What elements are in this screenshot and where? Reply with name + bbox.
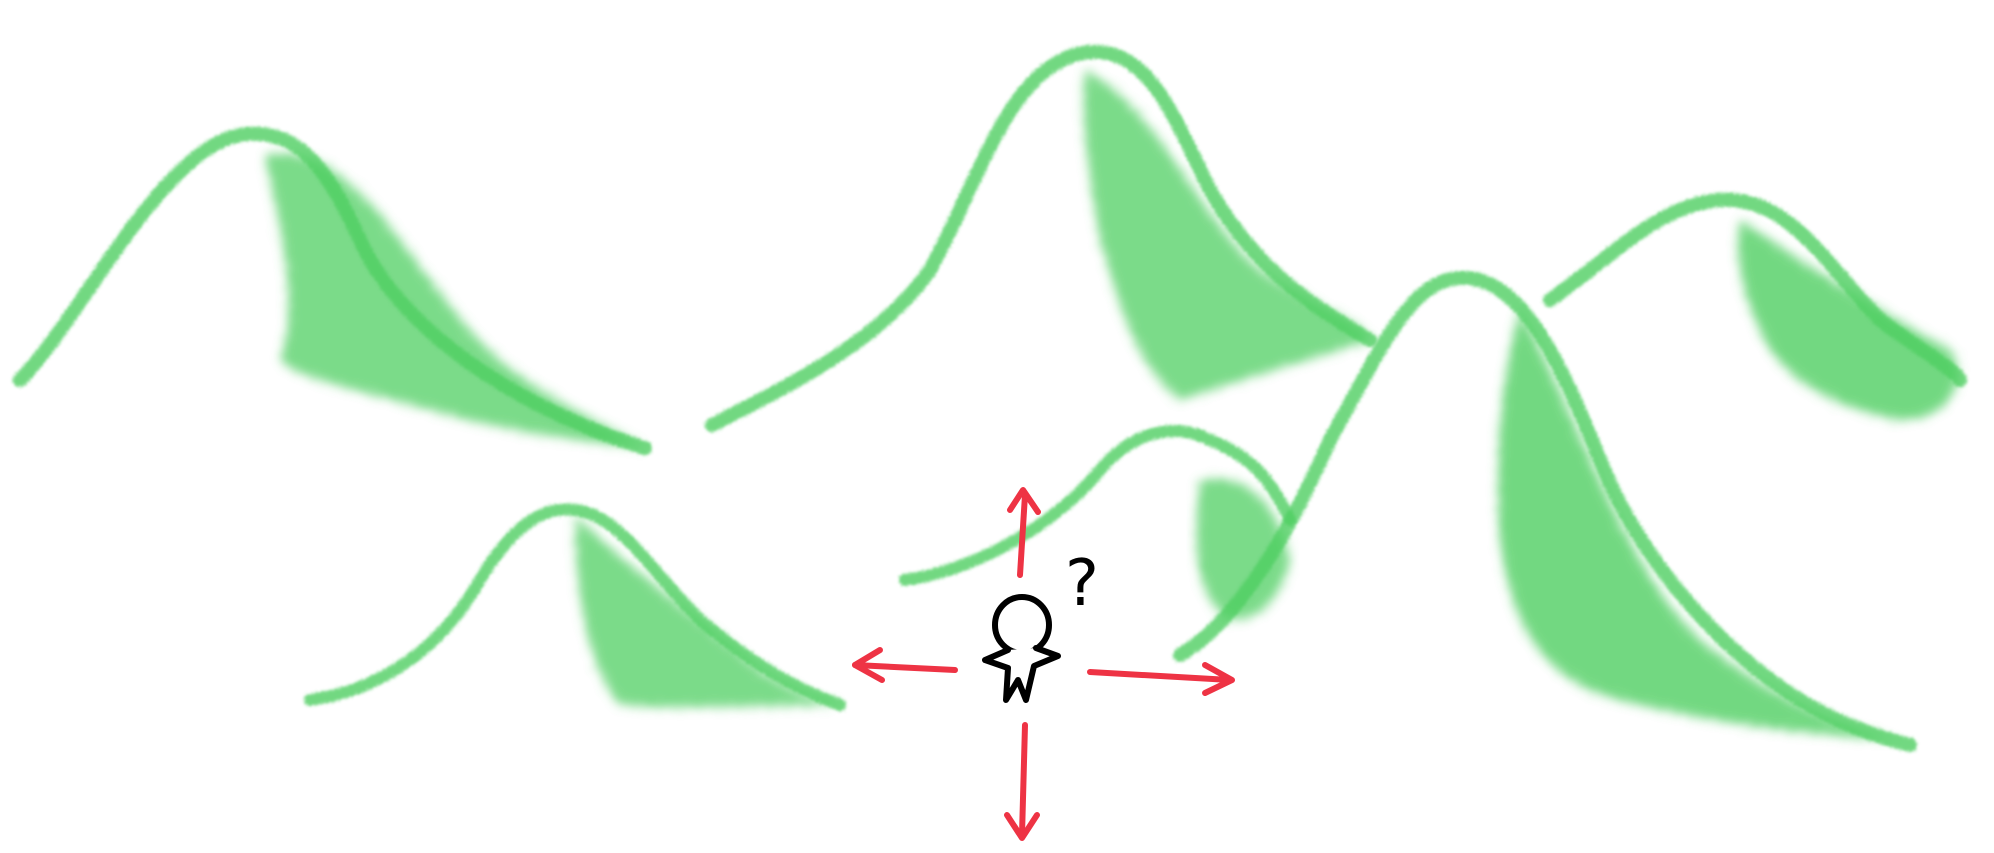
hill-far-left bbox=[13, 126, 652, 455]
arrow-up-icon bbox=[1007, 487, 1041, 578]
hill-middle-small bbox=[899, 425, 1296, 620]
person-icon bbox=[982, 594, 1061, 703]
hill-right-front bbox=[1173, 270, 1917, 752]
arrow-right-icon bbox=[1087, 662, 1235, 696]
hill-center-back bbox=[705, 44, 1377, 432]
hill-lower-left bbox=[304, 503, 846, 711]
hill-right-back bbox=[1543, 192, 1967, 420]
question-mark-icon: ? bbox=[1065, 547, 1099, 621]
arrow-down-icon bbox=[1004, 722, 1040, 841]
arrow-left-icon bbox=[852, 647, 958, 683]
